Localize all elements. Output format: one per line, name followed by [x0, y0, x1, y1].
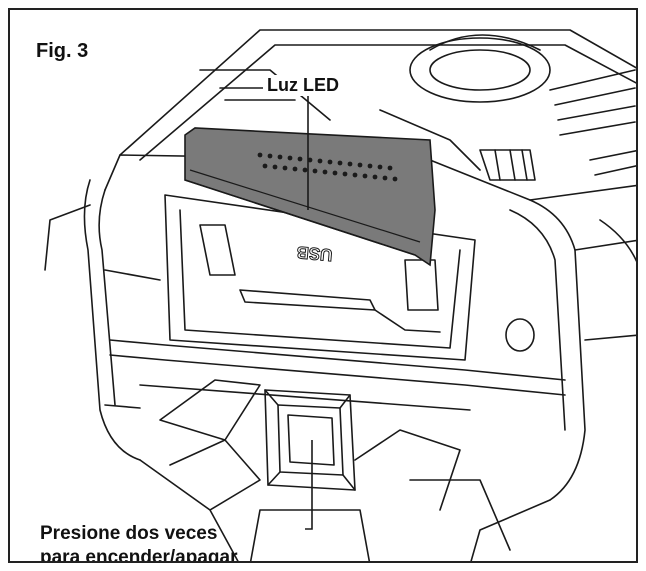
led-dots — [257, 152, 398, 182]
power-button-callout-line2: para encender/apagar — [40, 547, 238, 563]
led-callout: Luz LED — [263, 75, 343, 96]
button-leader-line — [305, 440, 313, 530]
figure-label: Fig. 3 — [36, 40, 89, 62]
power-button-callout-line1: Presione dos veces — [40, 523, 218, 544]
usb-port-label: USB — [296, 242, 333, 264]
power-button-callout: Presione dos veces para encender/apagar — [40, 522, 238, 563]
device-illustration: USB — [44, 29, 636, 561]
figure-frame: USB Fig. 3 Luz LED Presione dos veces pa… — [8, 8, 638, 563]
